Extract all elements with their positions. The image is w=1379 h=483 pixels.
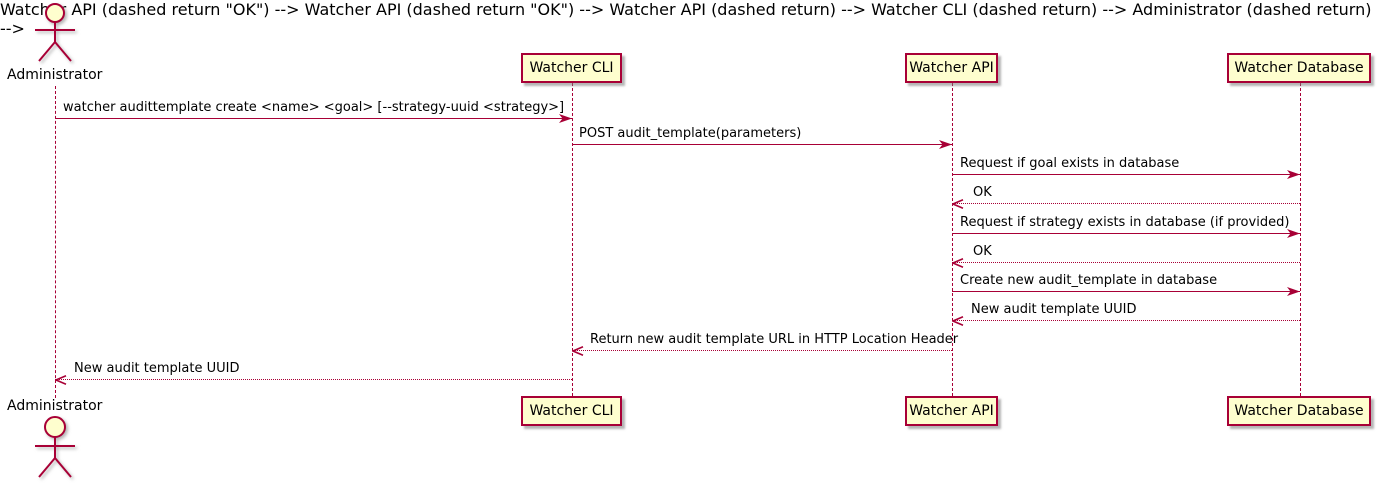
message-line-8 (952, 320, 1300, 321)
message-label-5: Request if strategy exists in database (… (960, 215, 1290, 230)
arrow-left-icon (952, 199, 964, 209)
message-label-4: OK (973, 185, 992, 200)
message-line-4 (952, 203, 1300, 204)
message-label-6: OK (973, 244, 992, 259)
arrow-right-icon (939, 140, 952, 149)
arrow-right-icon (1287, 287, 1300, 296)
administrator-label-top: Administrator (7, 67, 103, 83)
message-label-3: Request if goal exists in database (960, 156, 1180, 171)
message-label-7: Create new audit_template in database (960, 273, 1218, 288)
arrow-right-icon (1287, 170, 1300, 179)
message-label-9: Return new audit template URL in HTTP Lo… (590, 332, 959, 347)
arrow-left-icon (55, 375, 67, 385)
message-line-3 (952, 174, 1300, 175)
arrow-right-icon (559, 114, 572, 123)
arrow-right-icon (1287, 229, 1300, 238)
participant-watcher-cli-bottom: Watcher CLI (521, 396, 622, 426)
message-line-10 (55, 379, 572, 380)
message-label-10: New audit template UUID (74, 361, 240, 376)
message-line-2 (572, 144, 952, 145)
lifeline-watcher-database (1300, 83, 1301, 396)
message-line-7 (952, 291, 1300, 292)
message-label-1: watcher audittemplate create <name> <goa… (63, 100, 565, 115)
participant-watcher-cli-top: Watcher CLI (521, 53, 622, 83)
message-line-9 (572, 350, 952, 351)
message-label-8: New audit template UUID (971, 302, 1137, 317)
message-label-2: POST audit_template(parameters) (579, 126, 802, 141)
participant-watcher-api-bottom: Watcher API (905, 396, 998, 426)
arrow-left-icon (572, 346, 584, 356)
message-line-6 (952, 262, 1300, 263)
lifeline-watcher-cli (572, 83, 573, 396)
administrator-label-bottom: Administrator (7, 398, 103, 414)
arrow-left-icon (952, 258, 964, 268)
lifeline-administrator (55, 86, 56, 398)
message-line-1 (55, 118, 572, 119)
message-line-5 (952, 233, 1300, 234)
administrator-actor-icon (35, 416, 75, 478)
participant-watcher-database-bottom: Watcher Database (1227, 396, 1371, 426)
administrator-actor-icon (35, 3, 75, 62)
participant-watcher-database-top: Watcher Database (1227, 53, 1371, 83)
arrow-left-icon (952, 316, 964, 326)
participant-watcher-api-top: Watcher API (905, 53, 998, 83)
lifeline-watcher-api (952, 83, 953, 396)
